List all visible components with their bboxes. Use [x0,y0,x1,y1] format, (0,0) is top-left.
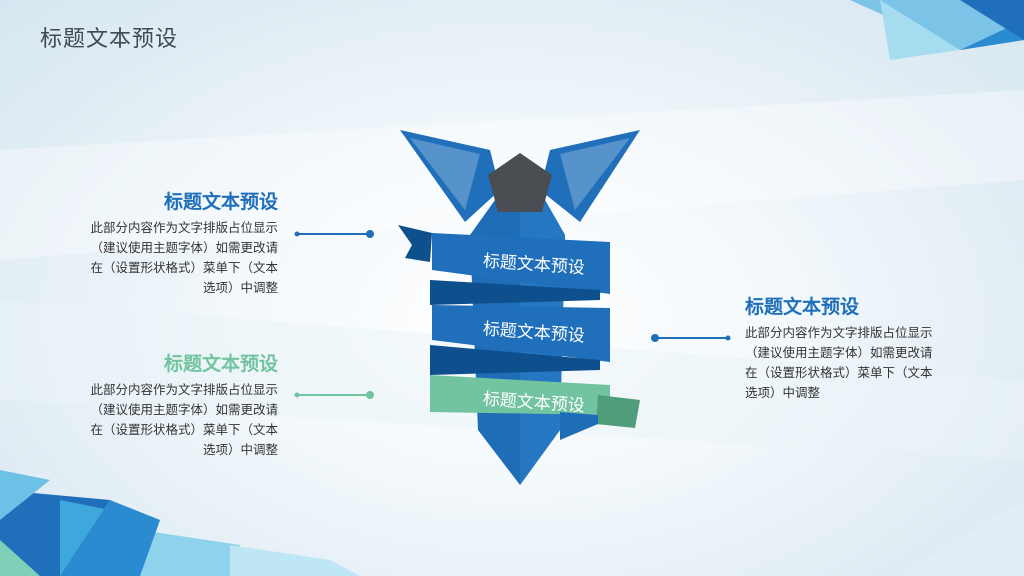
body-line: 选项）中调整 [745,385,821,400]
body-line: 在（设置形状格式）菜单下（文本 [90,422,278,437]
body-line: 在（设置形状格式）菜单下（文本 [745,365,933,380]
bottom-right-decoration [900,500,1024,576]
text-block-left-1: 标题文本预设 此部分内容作为文字排版占位显示 （建议使用主题字体）如需更改请 在… [56,190,278,298]
block-body: 此部分内容作为文字排版占位显示 （建议使用主题字体）如需更改请 在（设置形状格式… [745,323,967,403]
body-line: 此部分内容作为文字排版占位显示 [90,220,278,235]
body-line: 选项）中调整 [202,442,278,457]
text-block-left-2: 标题文本预设 此部分内容作为文字排版占位显示 （建议使用主题字体）如需更改请 在… [56,352,278,460]
connector-left-2 [294,391,374,399]
block-heading: 标题文本预设 [163,353,278,375]
ribbon-3 [430,375,610,415]
top-right-decoration [850,0,1024,60]
body-line: （建议使用主题字体）如需更改请 [745,345,933,360]
ribbon-3-tail [596,395,640,428]
bottom-left-decoration [0,470,360,576]
block-body: 此部分内容作为文字排版占位显示 （建议使用主题字体）如需更改请 在（设置形状格式… [56,380,278,460]
block-body: 此部分内容作为文字排版占位显示 （建议使用主题字体）如需更改请 在（设置形状格式… [56,218,278,298]
tie-knot [488,153,552,212]
body-line: （建议使用主题字体）如需更改请 [90,240,278,255]
body-line: 此部分内容作为文字排版占位显示 [90,382,278,397]
collar-right [540,130,640,222]
page-title: 标题文本预设 [40,27,179,52]
ribbon-1-tail [398,225,432,262]
text-block-right: 标题文本预设 此部分内容作为文字排版占位显示 （建议使用主题字体）如需更改请 在… [745,295,967,403]
tie-graphic [398,130,640,485]
ribbon-1 [432,233,610,294]
connector-left-1 [294,230,374,238]
body-line: 选项）中调整 [202,280,278,295]
body-line: 此部分内容作为文字排版占位显示 [745,325,933,340]
collar-left [400,130,500,222]
connector-right [651,334,731,342]
block-heading: 标题文本预设 [163,191,278,213]
ribbon-2 [432,305,610,362]
block-heading: 标题文本预设 [745,296,860,318]
body-line: 在（设置形状格式）菜单下（文本 [90,260,278,275]
body-line: （建议使用主题字体）如需更改请 [90,402,278,417]
